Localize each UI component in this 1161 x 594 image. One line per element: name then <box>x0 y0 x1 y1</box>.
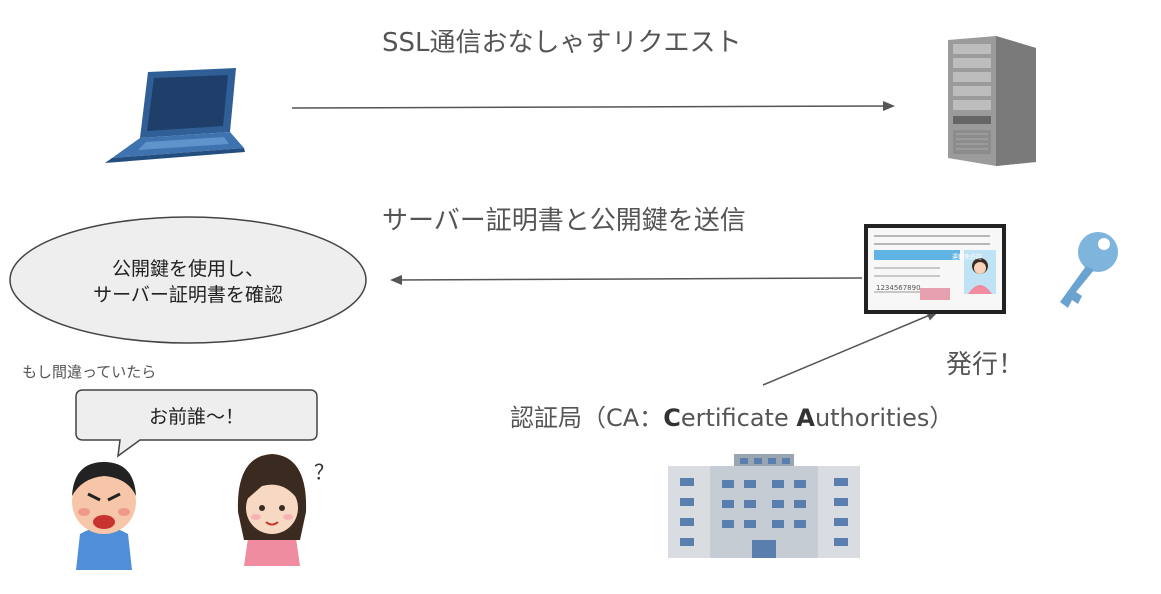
key-icon <box>1060 232 1118 308</box>
ca-label: 認証局（CA：Certificate Authorities） <box>510 398 953 433</box>
ssl-request-label: SSL通信おなしゃすリクエスト <box>382 28 742 58</box>
ca-a: A <box>796 404 815 432</box>
verify-line-1: 公開鍵を使用し、 <box>111 258 264 280</box>
issue-arrow <box>762 311 939 386</box>
building-icon <box>668 454 860 558</box>
verify-ellipse <box>9 216 367 344</box>
server-icon <box>948 36 1036 166</box>
certificate-card-header: 運転免許証 <box>952 253 982 261</box>
send-cert-label: サーバー証明書と公開鍵を送信 <box>382 206 746 236</box>
ca-prefix: 認証局（CA： <box>510 404 664 432</box>
if-wrong-label: もし間違っていたら <box>22 363 157 381</box>
certificate-icon <box>864 224 1006 314</box>
issue-label: 発行！ <box>946 350 1025 380</box>
response-arrow <box>390 274 863 285</box>
angry-man-icon <box>72 462 136 570</box>
question-mark: ？ <box>314 460 334 484</box>
request-arrow <box>291 101 895 112</box>
laptop-icon <box>105 68 245 163</box>
certificate-card-number: 1234567890 <box>876 284 921 292</box>
speech-bubble <box>75 389 318 458</box>
woman-icon <box>237 454 307 566</box>
verify-text: 公開鍵を使用し、 サーバー証明書を確認 <box>10 256 366 308</box>
ca-ertificate: ertificate <box>680 404 797 432</box>
who-are-you-text: お前誰～！ <box>148 406 244 428</box>
verify-line-2: サーバー証明書を確認 <box>93 284 283 306</box>
ca-uthorities: uthorities） <box>814 404 954 432</box>
ca-c: C <box>663 404 681 432</box>
